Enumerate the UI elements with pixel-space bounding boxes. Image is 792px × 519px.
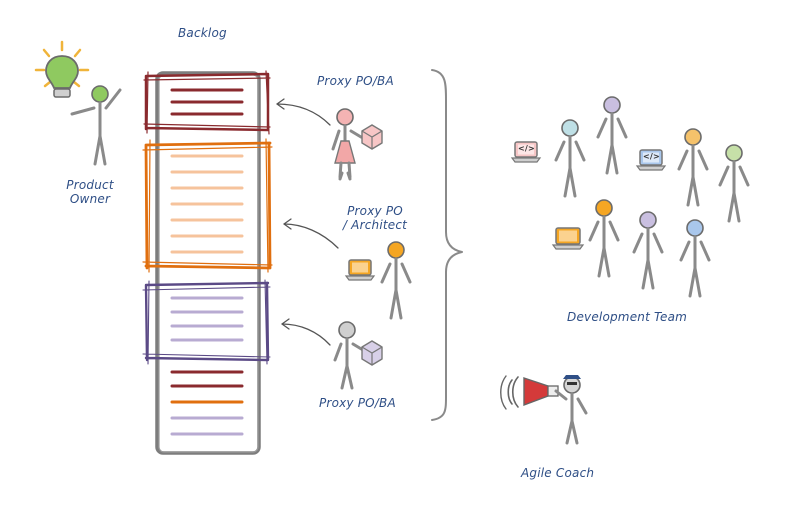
arrow-proxy-architect bbox=[283, 218, 339, 249]
proxy-po-architect-label-line1: Proxy PO bbox=[347, 204, 403, 218]
proxy-po-ba-top-figure bbox=[331, 108, 363, 181]
product-owner-label-line1: Product bbox=[66, 178, 114, 192]
arrow-proxy-bottom bbox=[281, 318, 331, 346]
grouping-brace bbox=[431, 69, 463, 421]
agile-coach-label: Agile Coach bbox=[521, 466, 595, 480]
package-icon bbox=[361, 340, 383, 366]
proxy-po-architect-label-line2: / Architect bbox=[342, 218, 408, 232]
backlog-title: Backlog bbox=[178, 26, 227, 40]
developer-figure bbox=[677, 128, 709, 207]
laptop-icon bbox=[510, 141, 542, 163]
backlog-section-orange bbox=[142, 138, 273, 273]
proxy-po-architect-label: Proxy PO / Architect bbox=[330, 204, 420, 232]
megaphone-icon bbox=[500, 375, 559, 410]
backlog-unassigned-items bbox=[170, 370, 244, 436]
lightbulb-icon bbox=[34, 40, 90, 98]
product-owner-label-line2: Owner bbox=[69, 192, 111, 206]
developer-figure bbox=[554, 119, 586, 198]
laptop-code-glyph: </> bbox=[518, 144, 535, 153]
development-team-label: Development Team bbox=[567, 310, 688, 324]
proxy-po-ba-bottom-figure bbox=[333, 321, 365, 390]
backlog-section-red bbox=[143, 70, 271, 135]
proxy-po-ba-top-label: Proxy PO/BA bbox=[317, 74, 394, 88]
arrow-proxy-top bbox=[276, 98, 331, 126]
backlog-section-purple bbox=[142, 279, 271, 365]
proxy-po-ba-bottom-label: Proxy PO/BA bbox=[319, 396, 396, 410]
developer-figure bbox=[718, 144, 750, 223]
proxy-po-architect-figure bbox=[380, 241, 412, 320]
laptop-icon bbox=[551, 227, 585, 250]
laptop-icon bbox=[344, 259, 376, 281]
developer-figure bbox=[679, 219, 711, 298]
developer-figure bbox=[588, 199, 620, 278]
package-icon bbox=[361, 124, 383, 150]
product-owner-label: Product Owner bbox=[52, 178, 128, 206]
product-owner-figure bbox=[70, 85, 122, 166]
laptop-icon bbox=[635, 149, 667, 171]
developer-figure bbox=[632, 211, 664, 290]
agile-coach-figure bbox=[554, 375, 588, 445]
developer-figure bbox=[596, 96, 628, 175]
laptop-code-glyph: </> bbox=[643, 152, 660, 161]
